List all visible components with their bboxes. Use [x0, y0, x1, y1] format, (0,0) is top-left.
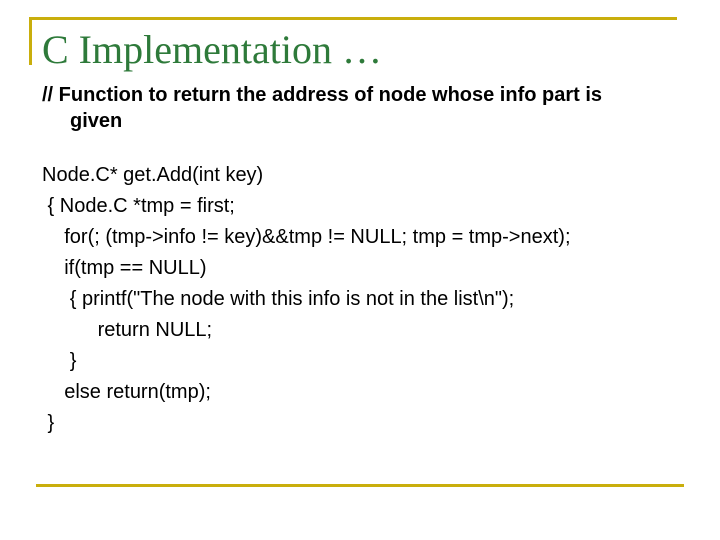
- comment-line-2: given: [70, 110, 123, 132]
- code-comment: // Function to return the address of nod…: [42, 82, 682, 134]
- code-line-3: for(; (tmp->info != key)&&tmp != NULL; t…: [42, 226, 571, 248]
- code-line-5: { printf("The node with this info is not…: [42, 288, 515, 310]
- slide-body: // Function to return the address of nod…: [42, 82, 682, 439]
- code-line-4: if(tmp == NULL): [42, 257, 207, 279]
- code-line-8: else return(tmp);: [42, 381, 211, 403]
- top-rule: [29, 17, 677, 20]
- bottom-rule: [36, 484, 684, 487]
- code-block: Node.C* get.Add(int key) { Node.C *tmp =…: [42, 160, 682, 439]
- slide-title: C Implementation …: [42, 27, 382, 72]
- comment-line-1: // Function to return the address of nod…: [42, 84, 603, 106]
- code-line-7: }: [42, 350, 77, 372]
- code-line-2: { Node.C *tmp = first;: [42, 195, 235, 217]
- code-line-6: return NULL;: [42, 319, 213, 341]
- left-rule: [29, 17, 32, 65]
- code-line-1: Node.C* get.Add(int key): [42, 164, 264, 186]
- code-line-9: }: [42, 412, 55, 434]
